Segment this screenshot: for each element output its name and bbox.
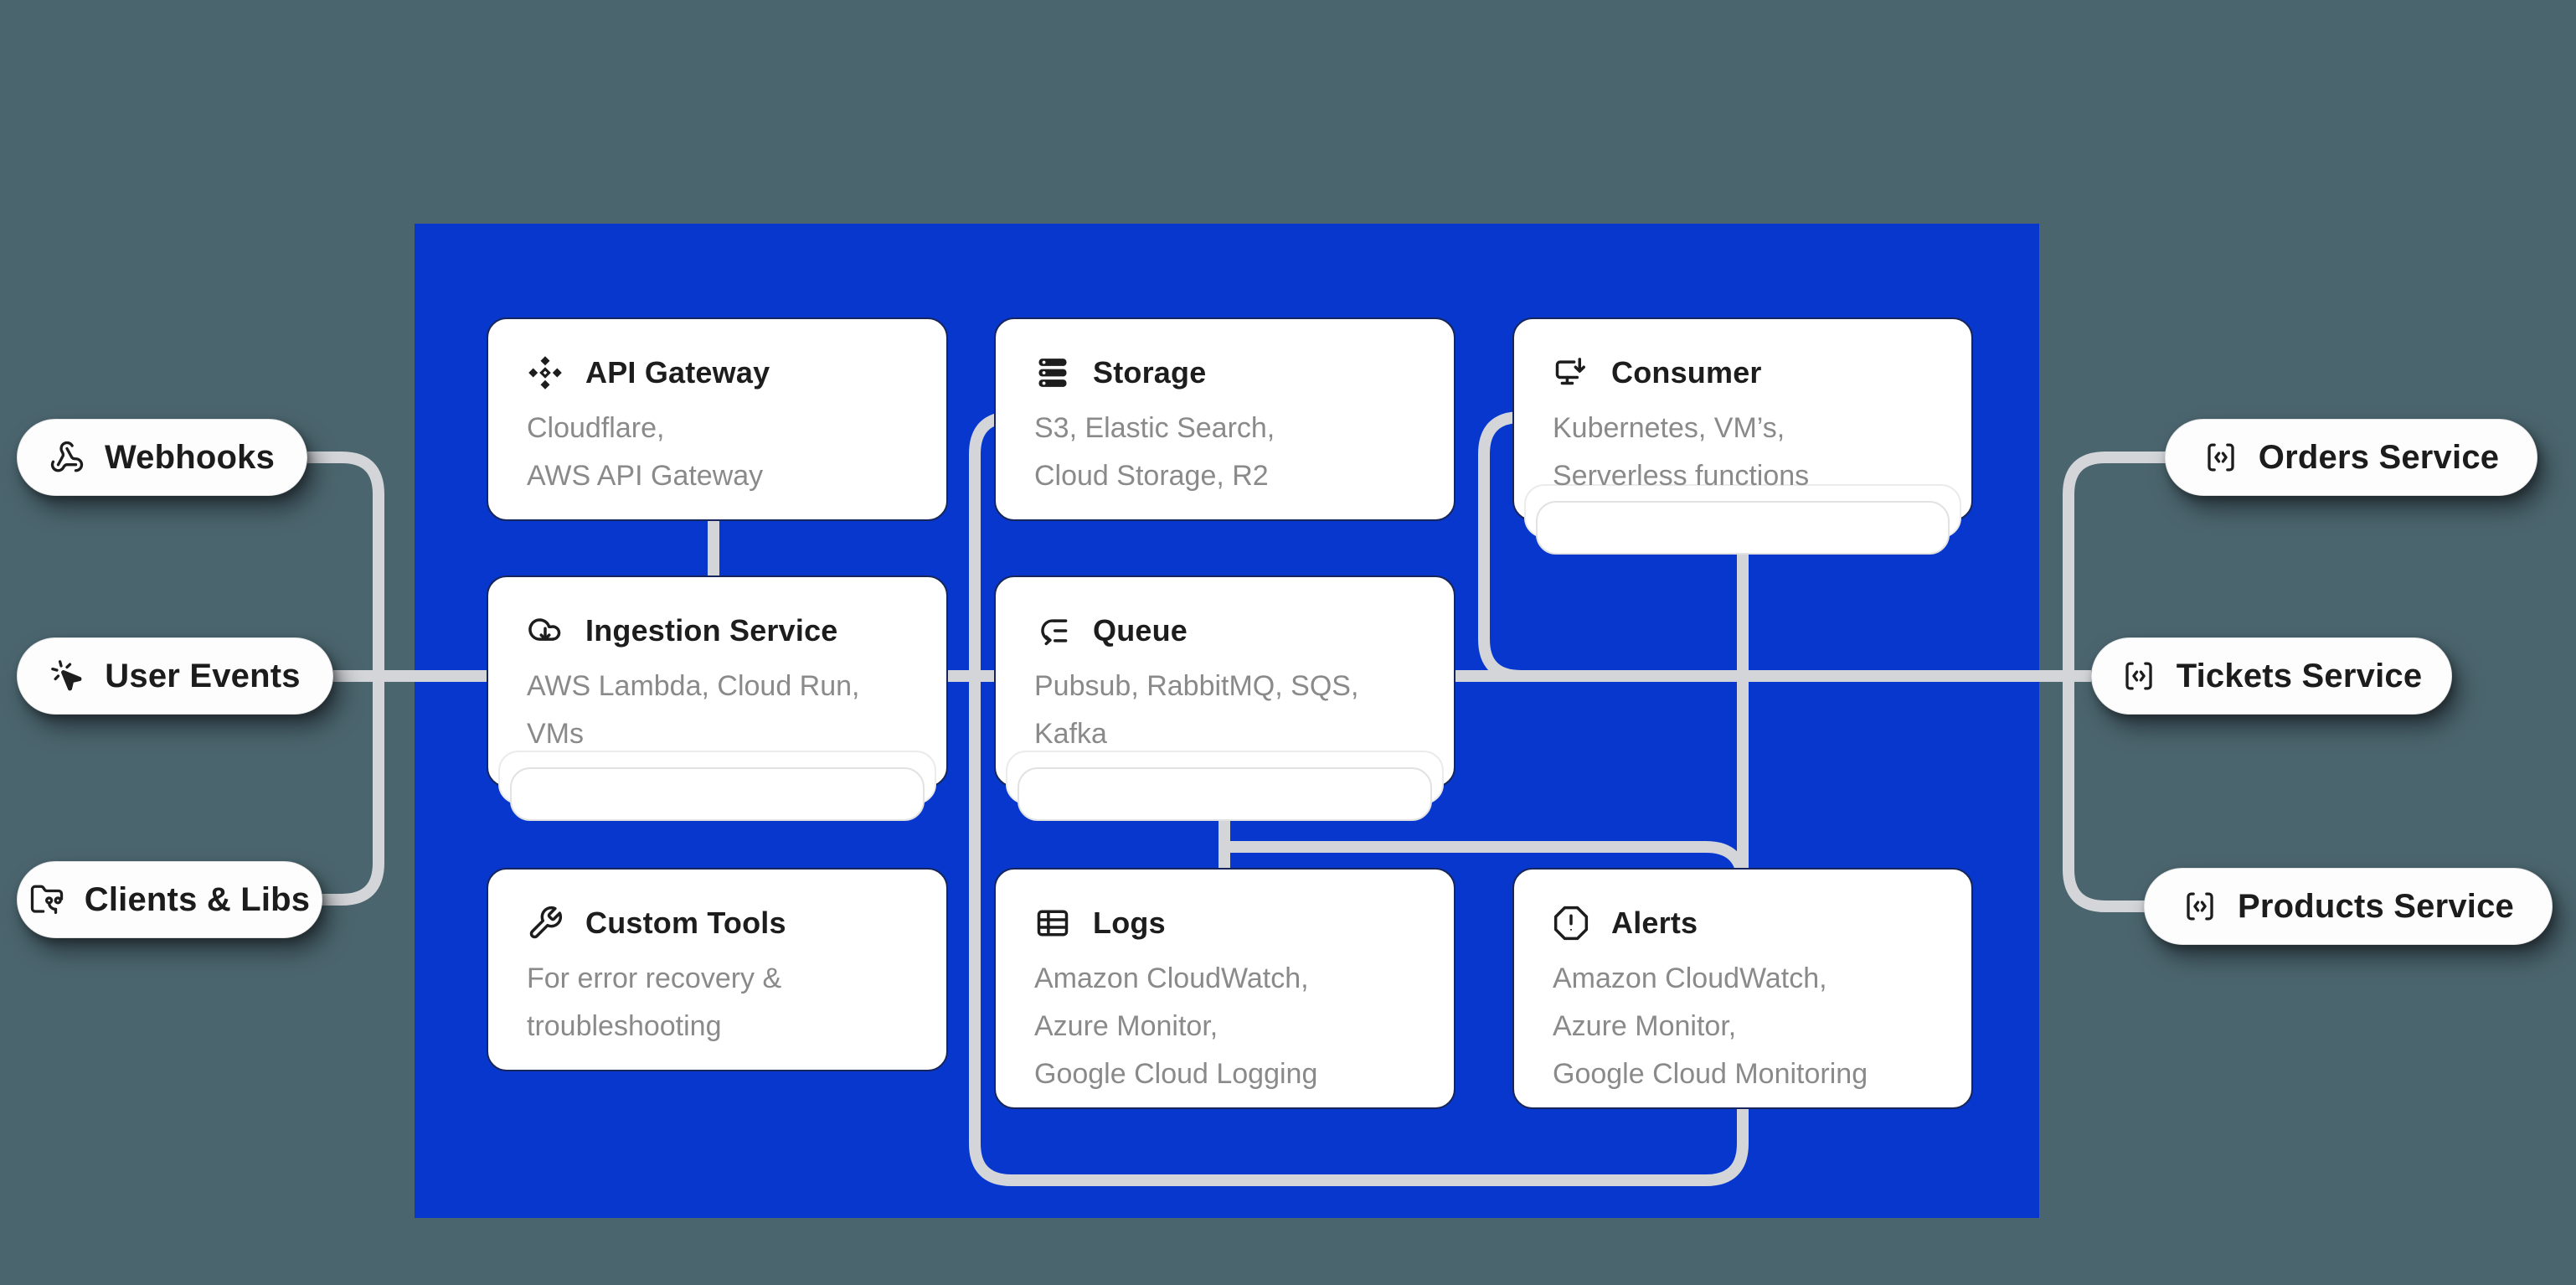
card-subtitle-line: Cloudflare, — [527, 412, 665, 444]
card-stack-layer — [1018, 767, 1432, 821]
card-subtitle-line: Google Cloud Monitoring — [1553, 1058, 1868, 1090]
card-subtitle-line: Cloud Storage, R2 — [1034, 460, 1269, 492]
card-stack-layer — [1536, 501, 1950, 555]
node-label: Products Service — [2237, 887, 2515, 925]
alert-octagon-icon — [1553, 905, 1589, 942]
card-subtitle-line: Amazon CloudWatch, — [1034, 962, 1309, 994]
consumer-mainline-link — [1478, 411, 1543, 682]
card-alerts: Alerts Amazon CloudWatch, Azure Monitor,… — [1512, 868, 1973, 1109]
card-title: Consumer — [1611, 355, 1762, 390]
card-subtitle-line: Serverless functions — [1553, 460, 1810, 492]
brackets-code-icon — [2182, 889, 2218, 924]
card-subtitle-line: Google Cloud Logging — [1034, 1058, 1318, 1090]
card-title: Logs — [1093, 906, 1166, 940]
card-stack-layer — [510, 767, 925, 821]
card-subtitle-line: Pubsub, RabbitMQ, SQS, — [1034, 670, 1359, 702]
card-subtitle-line: Kafka — [1034, 718, 1107, 750]
node-label: Tickets Service — [2176, 657, 2423, 694]
wrench-icon — [527, 905, 564, 942]
card-ingestion-service: Ingestion Service AWS Lambda, Cloud Run,… — [487, 575, 948, 821]
card-subtitle-line: Azure Monitor, — [1553, 1010, 1737, 1042]
card-subtitle-line: Kubernetes, VM’s, — [1553, 412, 1785, 444]
brackets-code-icon — [2203, 440, 2239, 475]
webhook-icon — [49, 440, 85, 475]
brackets-code-icon — [2121, 658, 2156, 694]
folder-code-icon — [29, 882, 64, 917]
card-title: API Gateway — [585, 355, 770, 390]
card-title: Storage — [1093, 355, 1207, 390]
table-icon — [1034, 905, 1071, 942]
api-gateway-icon — [527, 354, 564, 391]
server-stack-icon — [1034, 354, 1071, 391]
queue-list-icon — [1034, 612, 1071, 649]
card-queue: Queue Pubsub, RabbitMQ, SQS, Kafka — [994, 575, 1455, 821]
card-api-gateway: API Gateway Cloudflare, AWS API Gateway — [487, 317, 948, 521]
card-title: Ingestion Service — [585, 613, 838, 648]
card-logs: Logs Amazon CloudWatch, Azure Monitor, G… — [994, 868, 1455, 1109]
card-subtitle-line: AWS Lambda, Cloud Run, — [527, 670, 860, 702]
card-subtitle-line: troubleshooting — [527, 1010, 722, 1042]
node-tickets-service: Tickets Service — [2091, 637, 2452, 715]
card-title: Custom Tools — [585, 906, 786, 940]
monitor-download-icon — [1553, 354, 1589, 391]
card-subtitle-line: For error recovery & — [527, 962, 782, 994]
cloud-download-icon — [527, 612, 564, 649]
node-orders-service: Orders Service — [2165, 419, 2537, 496]
node-clients-libs: Clients & Libs — [17, 861, 322, 938]
card-custom-tools: Custom Tools For error recovery & troubl… — [487, 868, 948, 1071]
card-storage: Storage S3, Elastic Search, Cloud Storag… — [994, 317, 1455, 521]
node-label: Webhooks — [104, 438, 276, 476]
card-subtitle-line: AWS API Gateway — [527, 460, 764, 492]
storage-consumer-loop-line — [969, 411, 1749, 1186]
card-subtitle-line: Azure Monitor, — [1034, 1010, 1218, 1042]
node-webhooks: Webhooks — [17, 419, 307, 496]
node-label: Clients & Libs — [84, 880, 311, 918]
node-user-events: User Events — [17, 637, 333, 715]
node-label: User Events — [105, 657, 301, 694]
left-spine-line — [307, 452, 384, 906]
card-consumer: Consumer Kubernetes, VM’s, Serverless fu… — [1512, 317, 1973, 555]
card-title: Alerts — [1611, 906, 1698, 940]
cursor-click-icon — [49, 658, 85, 694]
card-title: Queue — [1093, 613, 1188, 648]
node-label: Orders Service — [2258, 438, 2500, 476]
card-subtitle-line: S3, Elastic Search, — [1034, 412, 1275, 444]
card-subtitle-line: Amazon CloudWatch, — [1553, 962, 1827, 994]
right-spine-line — [2063, 452, 2166, 912]
card-subtitle-line: VMs — [527, 718, 584, 750]
node-products-service: Products Service — [2144, 868, 2553, 945]
